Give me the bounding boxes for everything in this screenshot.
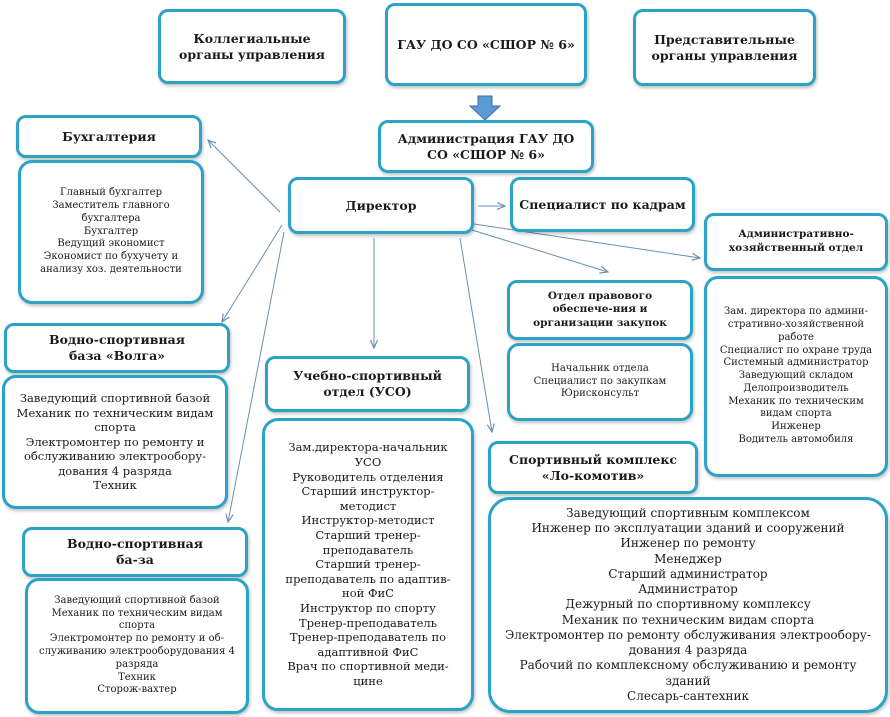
edge-director-accounting [208, 140, 281, 213]
collegial-bodies-box: Коллегиальные органы управления [158, 9, 346, 84]
lokomotiv-staff-item: Слесарь-сантехник [627, 688, 749, 703]
lokomotiv-header: Спортивный комплекс «Ло-комотив» [488, 441, 698, 494]
water-base-staff-item: Сторож-вахтер [97, 684, 177, 696]
water-base-staff-item: Механик по техническим видам спорта [51, 607, 223, 632]
training-dept-staff-item: Тренер-преподаватель по адаптивной ФиС [289, 630, 447, 659]
edge-director-waterbase [228, 231, 285, 522]
accounting-staff-item: Главный бухгалтер [60, 187, 162, 199]
admin-dept-staff-item: Заведующий складом [738, 370, 854, 382]
volga-base-staff-item: Механик по техническим видам спорта [16, 405, 214, 435]
training-dept-staff-item: Руководитель отделения [292, 469, 444, 484]
hr-specialist-label: Специалист по кадрам [519, 196, 686, 212]
lokomotiv-staff-box: Заведующий спортивным комплексом Инженер… [488, 497, 888, 713]
admin-dept-staff-item: Механик по техническим видам спорта [728, 395, 864, 420]
lokomotiv-staff-item: Дежурный по спортивному комплексу [565, 597, 811, 612]
training-dept-staff-item: Зам.директора-начальник УСО [288, 440, 448, 470]
training-dept-staff-item: Старший тренер-преподаватель по адаптив-… [285, 557, 451, 601]
training-dept-staff-box: Зам.директора-начальник УСО Руководитель… [262, 418, 474, 711]
accounting-staff-item: Экономист по бухучету и анализу хоз. дея… [40, 251, 182, 275]
lokomotiv-staff-item: Инженер по эксплуатации зданий и сооруже… [531, 521, 845, 536]
accounting-staff-list: Главный бухгалтер Заместитель главного б… [21, 187, 201, 277]
edge-director-volga [222, 224, 283, 322]
legal-dept-staff-item: Начальник отдела [551, 362, 649, 374]
lokomotiv-staff-item: Заведующий спортивным комплексом [566, 505, 810, 520]
admin-dept-staff-item: Инженер [771, 421, 821, 433]
training-dept-staff-item: Врач по спортивной меди-цине [287, 659, 449, 688]
admin-dept-staff-item: Водитель автомобиля [738, 434, 854, 446]
training-dept-staff-item: Старший тренер-преподаватель [315, 528, 421, 557]
main-institution-label: ГАУ ДО СО «СШОР № 6» [397, 36, 575, 52]
water-base-staff-item: Электромонтер по ремонту и об-служиванию… [39, 633, 235, 670]
training-dept-staff-list: Зам.директора-начальник УСО Руководитель… [265, 440, 471, 688]
legal-dept-staff-item: Юрисконсульт [560, 388, 640, 400]
volga-base-staff-list: Заведующий спортивной базой Механик по т… [5, 391, 225, 493]
admin-dept-staff-item: Системный администратор [723, 357, 869, 369]
down-arrow-icon [468, 95, 502, 121]
accounting-header: Бухгалтерия [16, 115, 202, 158]
training-dept-staff-item: Старший инструктор-методист [301, 484, 435, 513]
lokomotiv-title: Спортивный комплекс «Ло-комотив» [509, 451, 677, 483]
water-base-staff-box: Заведующий спортивной базой Механик по т… [25, 578, 249, 714]
edge-director-legal [471, 229, 608, 272]
admin-dept-staff-item: Делопроизводитель [743, 382, 849, 394]
edge-director-lokomotiv [459, 237, 492, 432]
lokomotiv-staff-item: Инженер по ремонту [620, 536, 756, 551]
volga-base-staff-box: Заведующий спортивной базой Механик по т… [2, 375, 228, 509]
admin-dept-staff-item: Зам. директора по админи-стративно-хозяй… [724, 306, 868, 343]
water-base-staff-item: Заведующий спортивной базой [54, 594, 220, 606]
water-base-title: Водно-спортивная ба-за [67, 536, 203, 567]
accounting-staff-item: Заместитель главного бухгалтера [52, 200, 170, 224]
admin-dept-staff-list: Зам. директора по админи-стративно-хозяй… [707, 306, 885, 447]
lokomotiv-staff-list: Заведующий спортивным комплексом Инженер… [491, 506, 885, 704]
training-dept-staff-item: Инструктор-методист [301, 513, 435, 528]
training-dept-staff-item: Инструктор по спорту [300, 600, 436, 615]
volga-base-header: Водно-спортивная база «Волга» [4, 323, 230, 373]
representative-bodies-box: Представительные органы управления [633, 9, 816, 86]
water-base-staff-item: Техник [118, 671, 156, 683]
volga-base-title: Водно-спортивная база «Волга» [49, 332, 185, 363]
representative-bodies-label: Представительные органы управления [651, 31, 798, 63]
director-box: Директор [288, 177, 474, 234]
lokomotiv-staff-item: Механик по техническим видам спорта [561, 612, 815, 627]
volga-base-staff-item: Электромонтер по ремонту и обслуживанию … [23, 434, 207, 478]
admin-dept-staff-box: Зам. директора по админи-стративно-хозяй… [704, 276, 888, 477]
lokomotiv-staff-item: Администратор [638, 582, 738, 597]
lokomotiv-staff-item: Старший администратор [608, 566, 768, 581]
lokomotiv-staff-item: Электромонтер по ремонту обслуживания эл… [505, 627, 871, 658]
training-dept-header: Учебно-спортивный отдел (УСО) [265, 356, 470, 412]
director-label: Директор [345, 197, 417, 213]
legal-dept-staff-item: Специалист по закупкам [533, 375, 667, 387]
accounting-staff-item: Бухгалтер [83, 225, 139, 237]
water-base-header: Водно-спортивная ба-за [22, 527, 248, 577]
legal-dept-staff-box: Начальник отдела Специалист по закупкам … [507, 343, 693, 421]
training-dept-staff-item: Тренер-преподаватель [299, 615, 437, 630]
volga-base-staff-item: Техник [93, 478, 137, 493]
legal-dept-staff-list: Начальник отдела Специалист по закупкам … [534, 363, 667, 401]
administration-box: Администрация ГАУ ДО СО «СШОР № 6» [378, 120, 594, 173]
legal-dept-header: Отдел правового обеспече-ния и организац… [507, 280, 693, 340]
edge-director-admin [473, 223, 700, 258]
accounting-staff-box: Главный бухгалтер Заместитель главного б… [18, 160, 204, 304]
lokomotiv-staff-item: Рабочий по комплексному обслуживанию и р… [519, 658, 857, 688]
admin-dept-staff-item: Специалист по охране труда [719, 344, 873, 356]
legal-dept-title: Отдел правового обеспече-ния и организац… [533, 289, 667, 329]
hr-specialist-box: Специалист по кадрам [510, 177, 695, 232]
volga-base-staff-item: Заведующий спортивной базой [19, 390, 211, 405]
training-dept-title: Учебно-спортивный отдел (УСО) [293, 368, 442, 399]
main-institution-box: ГАУ ДО СО «СШОР № 6» [385, 3, 587, 86]
accounting-title: Бухгалтерия [62, 128, 156, 144]
accounting-staff-item: Ведущий экономист [57, 238, 165, 250]
water-base-staff-list: Заведующий спортивной базой Механик по т… [28, 595, 246, 697]
collegial-bodies-label: Коллегиальные органы управления [179, 30, 325, 62]
administration-label: Администрация ГАУ ДО СО «СШОР № 6» [397, 130, 575, 162]
lokomotiv-staff-item: Менеджер [654, 551, 722, 566]
admin-dept-title: Административно-хозяйственный отдел [728, 228, 864, 254]
admin-dept-header: Административно-хозяйственный отдел [704, 213, 888, 271]
